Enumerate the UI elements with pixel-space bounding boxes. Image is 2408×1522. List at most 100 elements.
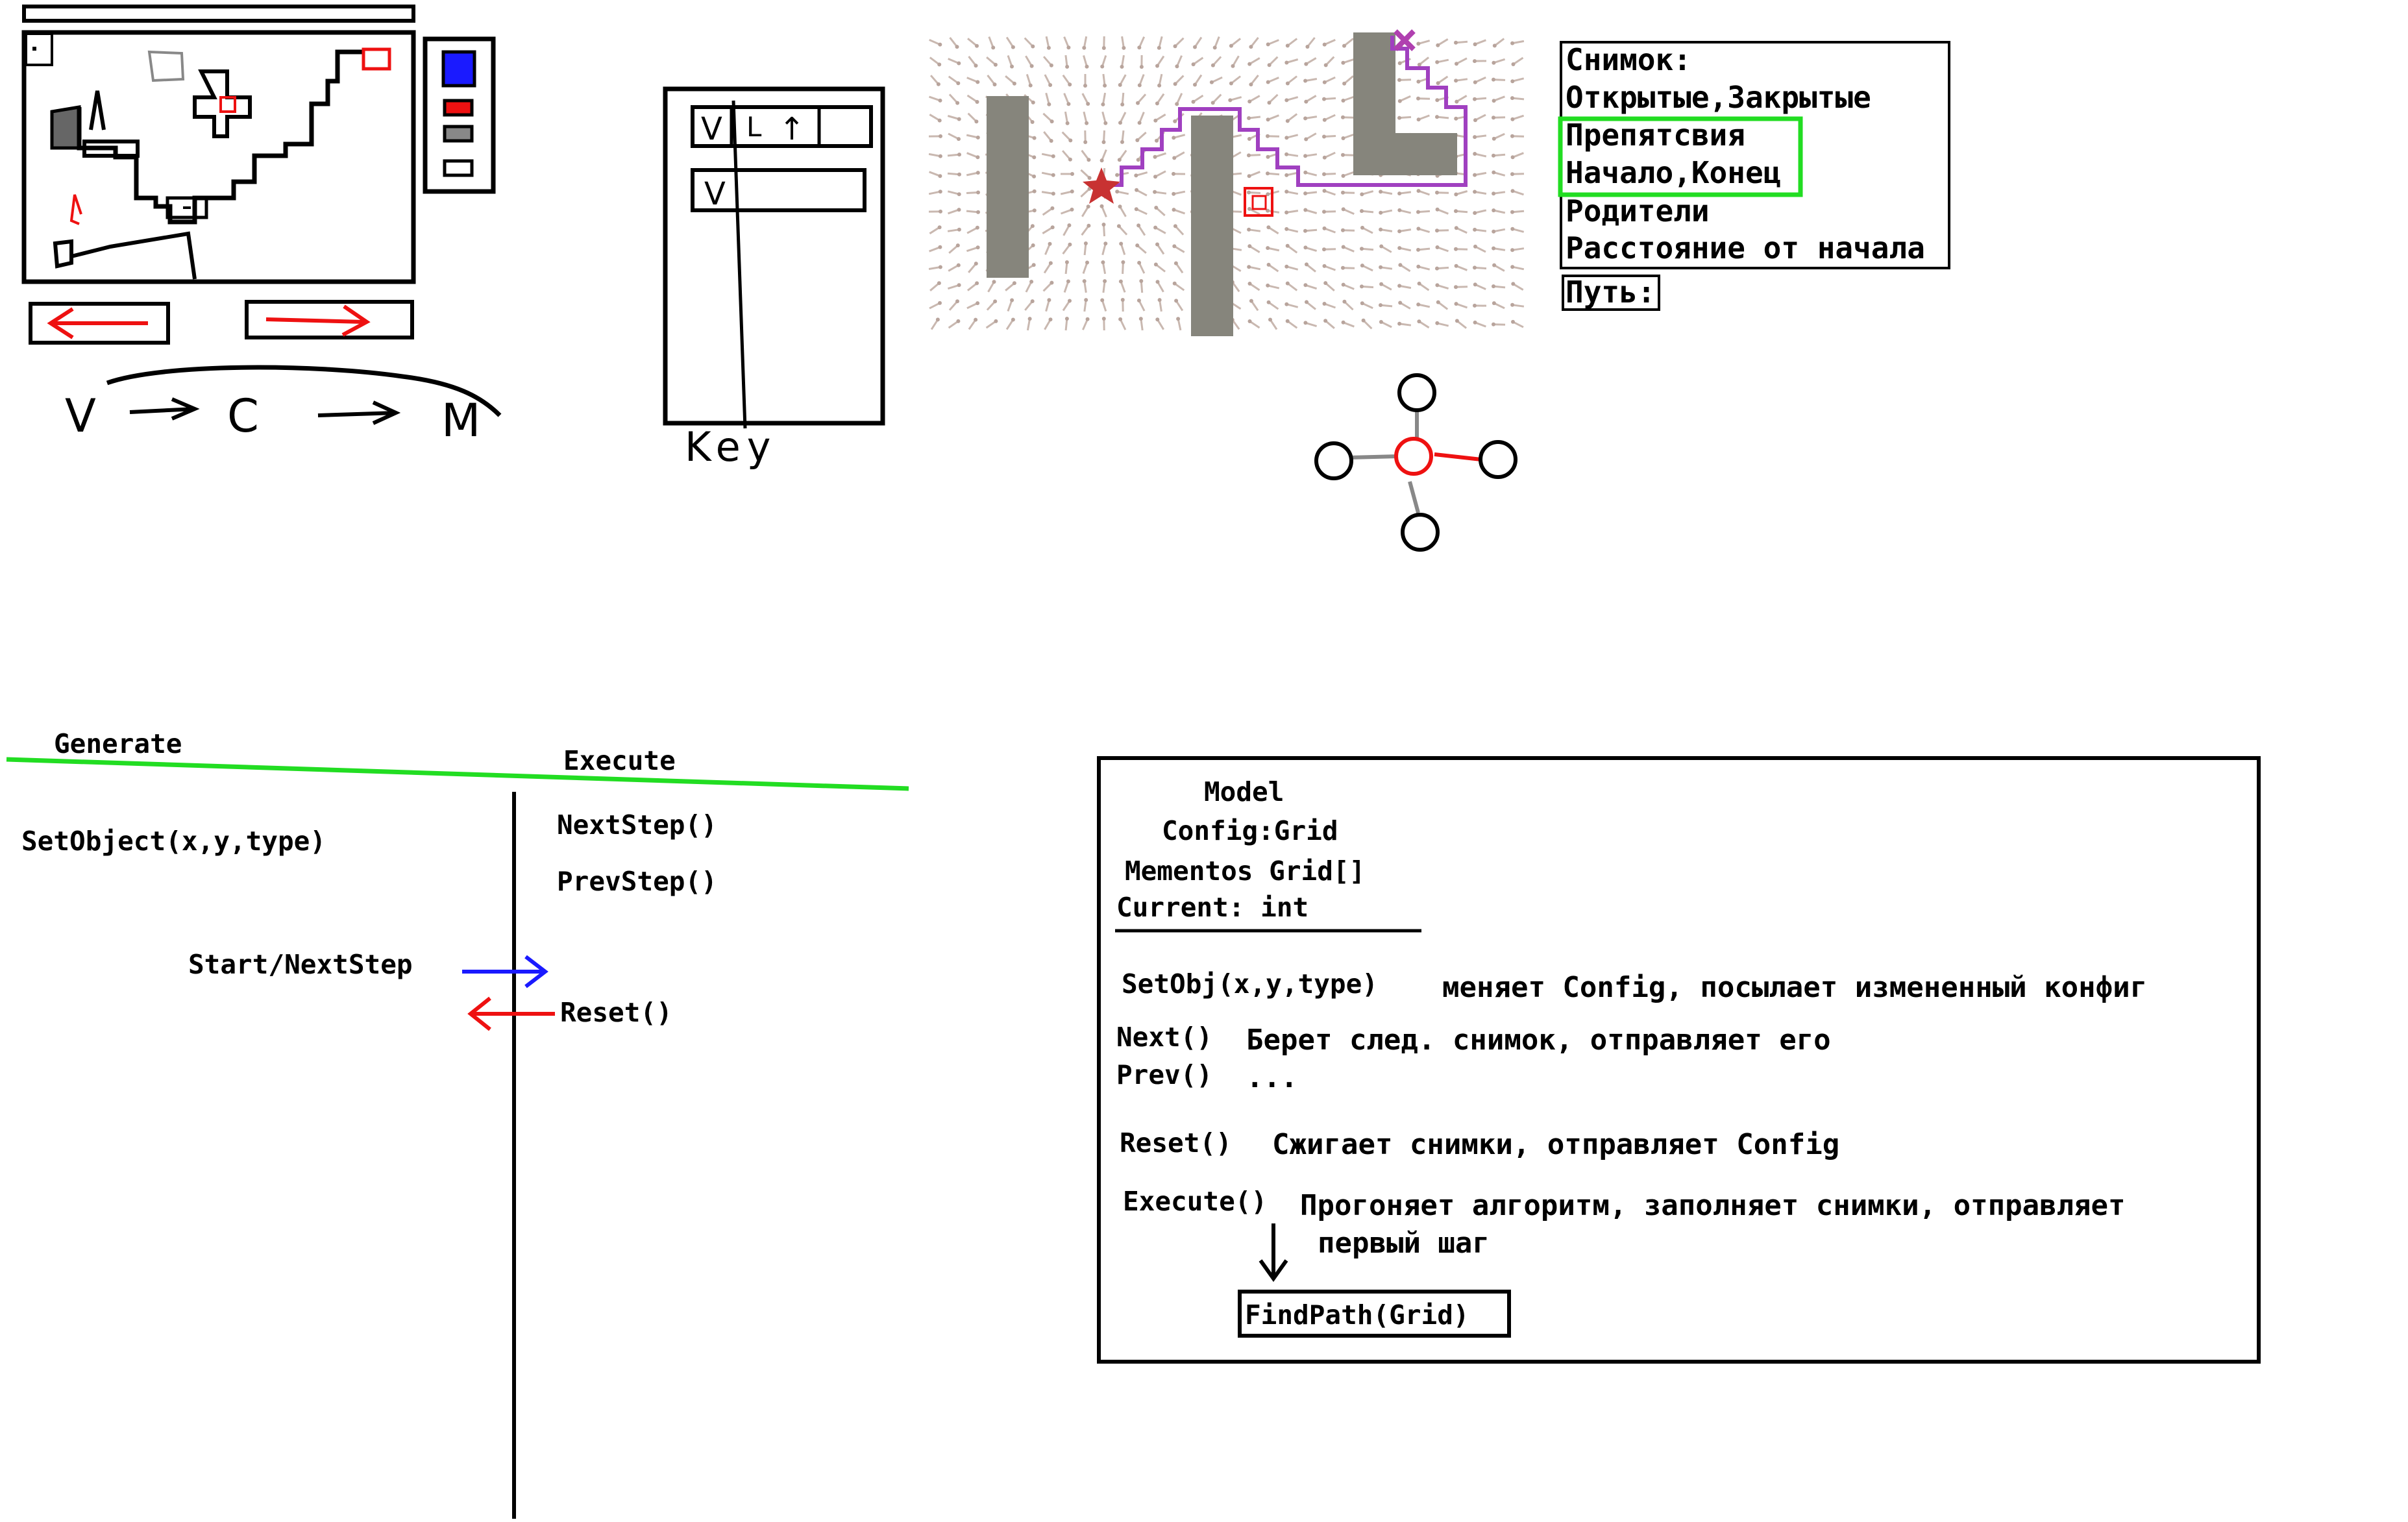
map-corner-box <box>26 34 52 65</box>
direction-arrow-head <box>1033 190 1037 193</box>
direction-arrow-head <box>1454 79 1458 82</box>
direction-arrow-head <box>1379 190 1382 193</box>
direction-arrow-head <box>1192 62 1196 66</box>
palette-gray-swatch[interactable] <box>445 127 472 141</box>
map-gray-shape <box>149 52 183 80</box>
palette-white-swatch[interactable] <box>445 161 472 175</box>
direction-arrow-head <box>994 319 998 323</box>
direction-arrow-head <box>1473 173 1477 177</box>
direction-arrow-head <box>1031 299 1035 303</box>
direction-arrow-head <box>1341 61 1345 65</box>
direction-arrow-head <box>1067 223 1071 227</box>
direction-arrow-head <box>1418 282 1421 286</box>
direction-arrow-head <box>1435 267 1439 271</box>
direction-arrow-head <box>1416 210 1420 214</box>
direction-arrow-head <box>1138 83 1142 87</box>
direction-arrow-head <box>1266 225 1270 229</box>
direction-arrow-head <box>1454 41 1458 45</box>
map-red-target <box>363 49 389 69</box>
direction-arrow-head <box>1173 44 1177 48</box>
direction-arrow-head <box>1492 264 1496 267</box>
direction-arrow-head <box>976 100 979 104</box>
direction-arrow-head <box>1103 241 1107 245</box>
direction-arrow-head <box>1473 228 1477 232</box>
direction-arrow-head <box>1135 243 1139 247</box>
direction-arrow-head <box>938 174 942 178</box>
direction-arrow-head <box>1100 158 1104 162</box>
direction-arrow-head <box>1360 192 1364 196</box>
direction-arrow-head <box>1175 64 1179 68</box>
direction-arrow-head <box>1084 298 1088 302</box>
direction-arrow-head <box>1397 246 1401 250</box>
direction-arrow-head <box>1360 301 1364 305</box>
direction-arrow-head <box>1492 284 1495 288</box>
direction-arrow-head <box>1323 118 1327 122</box>
direction-arrow-head <box>1134 173 1138 177</box>
direction-arrow-head <box>1249 45 1253 49</box>
direction-arrow-head <box>1051 154 1055 158</box>
direction-arrow-head <box>975 44 979 48</box>
direction-arrow-head <box>1247 228 1251 232</box>
direction-arrow-head <box>939 190 942 193</box>
direction-arrow-head <box>1510 172 1514 176</box>
direction-arrow-head <box>1362 319 1366 323</box>
direction-arrow-head <box>1286 119 1290 123</box>
direction-arrow-head <box>938 245 942 249</box>
direction-arrow-head <box>1397 322 1401 326</box>
direction-arrow-head <box>1118 83 1122 87</box>
direction-arrow-head <box>1379 320 1383 324</box>
direction-arrow-head <box>1322 247 1326 251</box>
direction-arrow-head <box>1087 204 1090 208</box>
direction-arrow-head <box>1030 64 1034 68</box>
direction-arrow-head <box>957 283 961 287</box>
pathfinding-grid <box>929 31 1524 336</box>
direction-arrow-head <box>1492 61 1495 65</box>
execute-signature: Execute() <box>1123 1186 1267 1217</box>
direction-arrow-head <box>1305 262 1308 266</box>
reset-description: Сжигает снимки, отправляет Config <box>1272 1128 1839 1161</box>
direction-arrow-head <box>957 62 961 66</box>
direction-arrow-head <box>1229 82 1233 86</box>
palette-blue-swatch[interactable] <box>443 52 474 86</box>
graph-node <box>1399 375 1434 410</box>
direction-arrow-head <box>1473 80 1477 84</box>
direction-arrow-head <box>1511 282 1515 286</box>
direction-arrow-head <box>1379 303 1382 307</box>
direction-arrow-head <box>1492 154 1495 158</box>
direction-arrow-head <box>1473 265 1477 269</box>
flow-letter-c: C <box>227 389 259 443</box>
direction-arrow-head <box>1011 318 1015 322</box>
palette-red-swatch[interactable] <box>445 101 472 115</box>
direction-arrow-head <box>1119 242 1123 246</box>
direction-arrow-head <box>1135 188 1138 192</box>
setobj-description: меняет Config, посылает измененный конфи… <box>1442 971 2147 1004</box>
direction-arrow-head <box>1435 115 1439 119</box>
direction-arrow-head <box>1086 102 1090 106</box>
direction-arrow-head <box>1172 208 1176 212</box>
direction-arrow-head <box>1492 116 1495 119</box>
snapshot-heading: Снимок: <box>1566 42 1691 77</box>
direction-arrow-head <box>1247 265 1251 269</box>
direction-arrow-head <box>1139 317 1143 321</box>
direction-arrow-head <box>1510 79 1514 83</box>
direction-arrow-head <box>1436 301 1440 304</box>
direction-arrow-head <box>1153 190 1157 194</box>
direction-arrow-head <box>1229 44 1233 48</box>
direction-arrow-head <box>1140 65 1144 69</box>
direction-arrow-head <box>976 301 979 305</box>
direction-arrow-head <box>1048 83 1052 87</box>
direction-arrow-head <box>1066 102 1070 106</box>
direction-arrow-head <box>1435 98 1439 102</box>
execute-label: Execute <box>563 745 676 776</box>
direction-arrow-head <box>1397 208 1401 212</box>
direction-arrow-head <box>1473 135 1477 139</box>
direction-arrow-head <box>1032 263 1036 267</box>
direction-arrow-head <box>1172 172 1175 176</box>
direction-arrow-head <box>1492 137 1496 141</box>
direction-arrow-head <box>1360 284 1364 288</box>
direction-arrow-head <box>1100 204 1104 208</box>
direction-arrow-head <box>1120 140 1124 144</box>
direction-arrow-head <box>1284 227 1288 231</box>
direction-arrow-head <box>1248 282 1252 286</box>
